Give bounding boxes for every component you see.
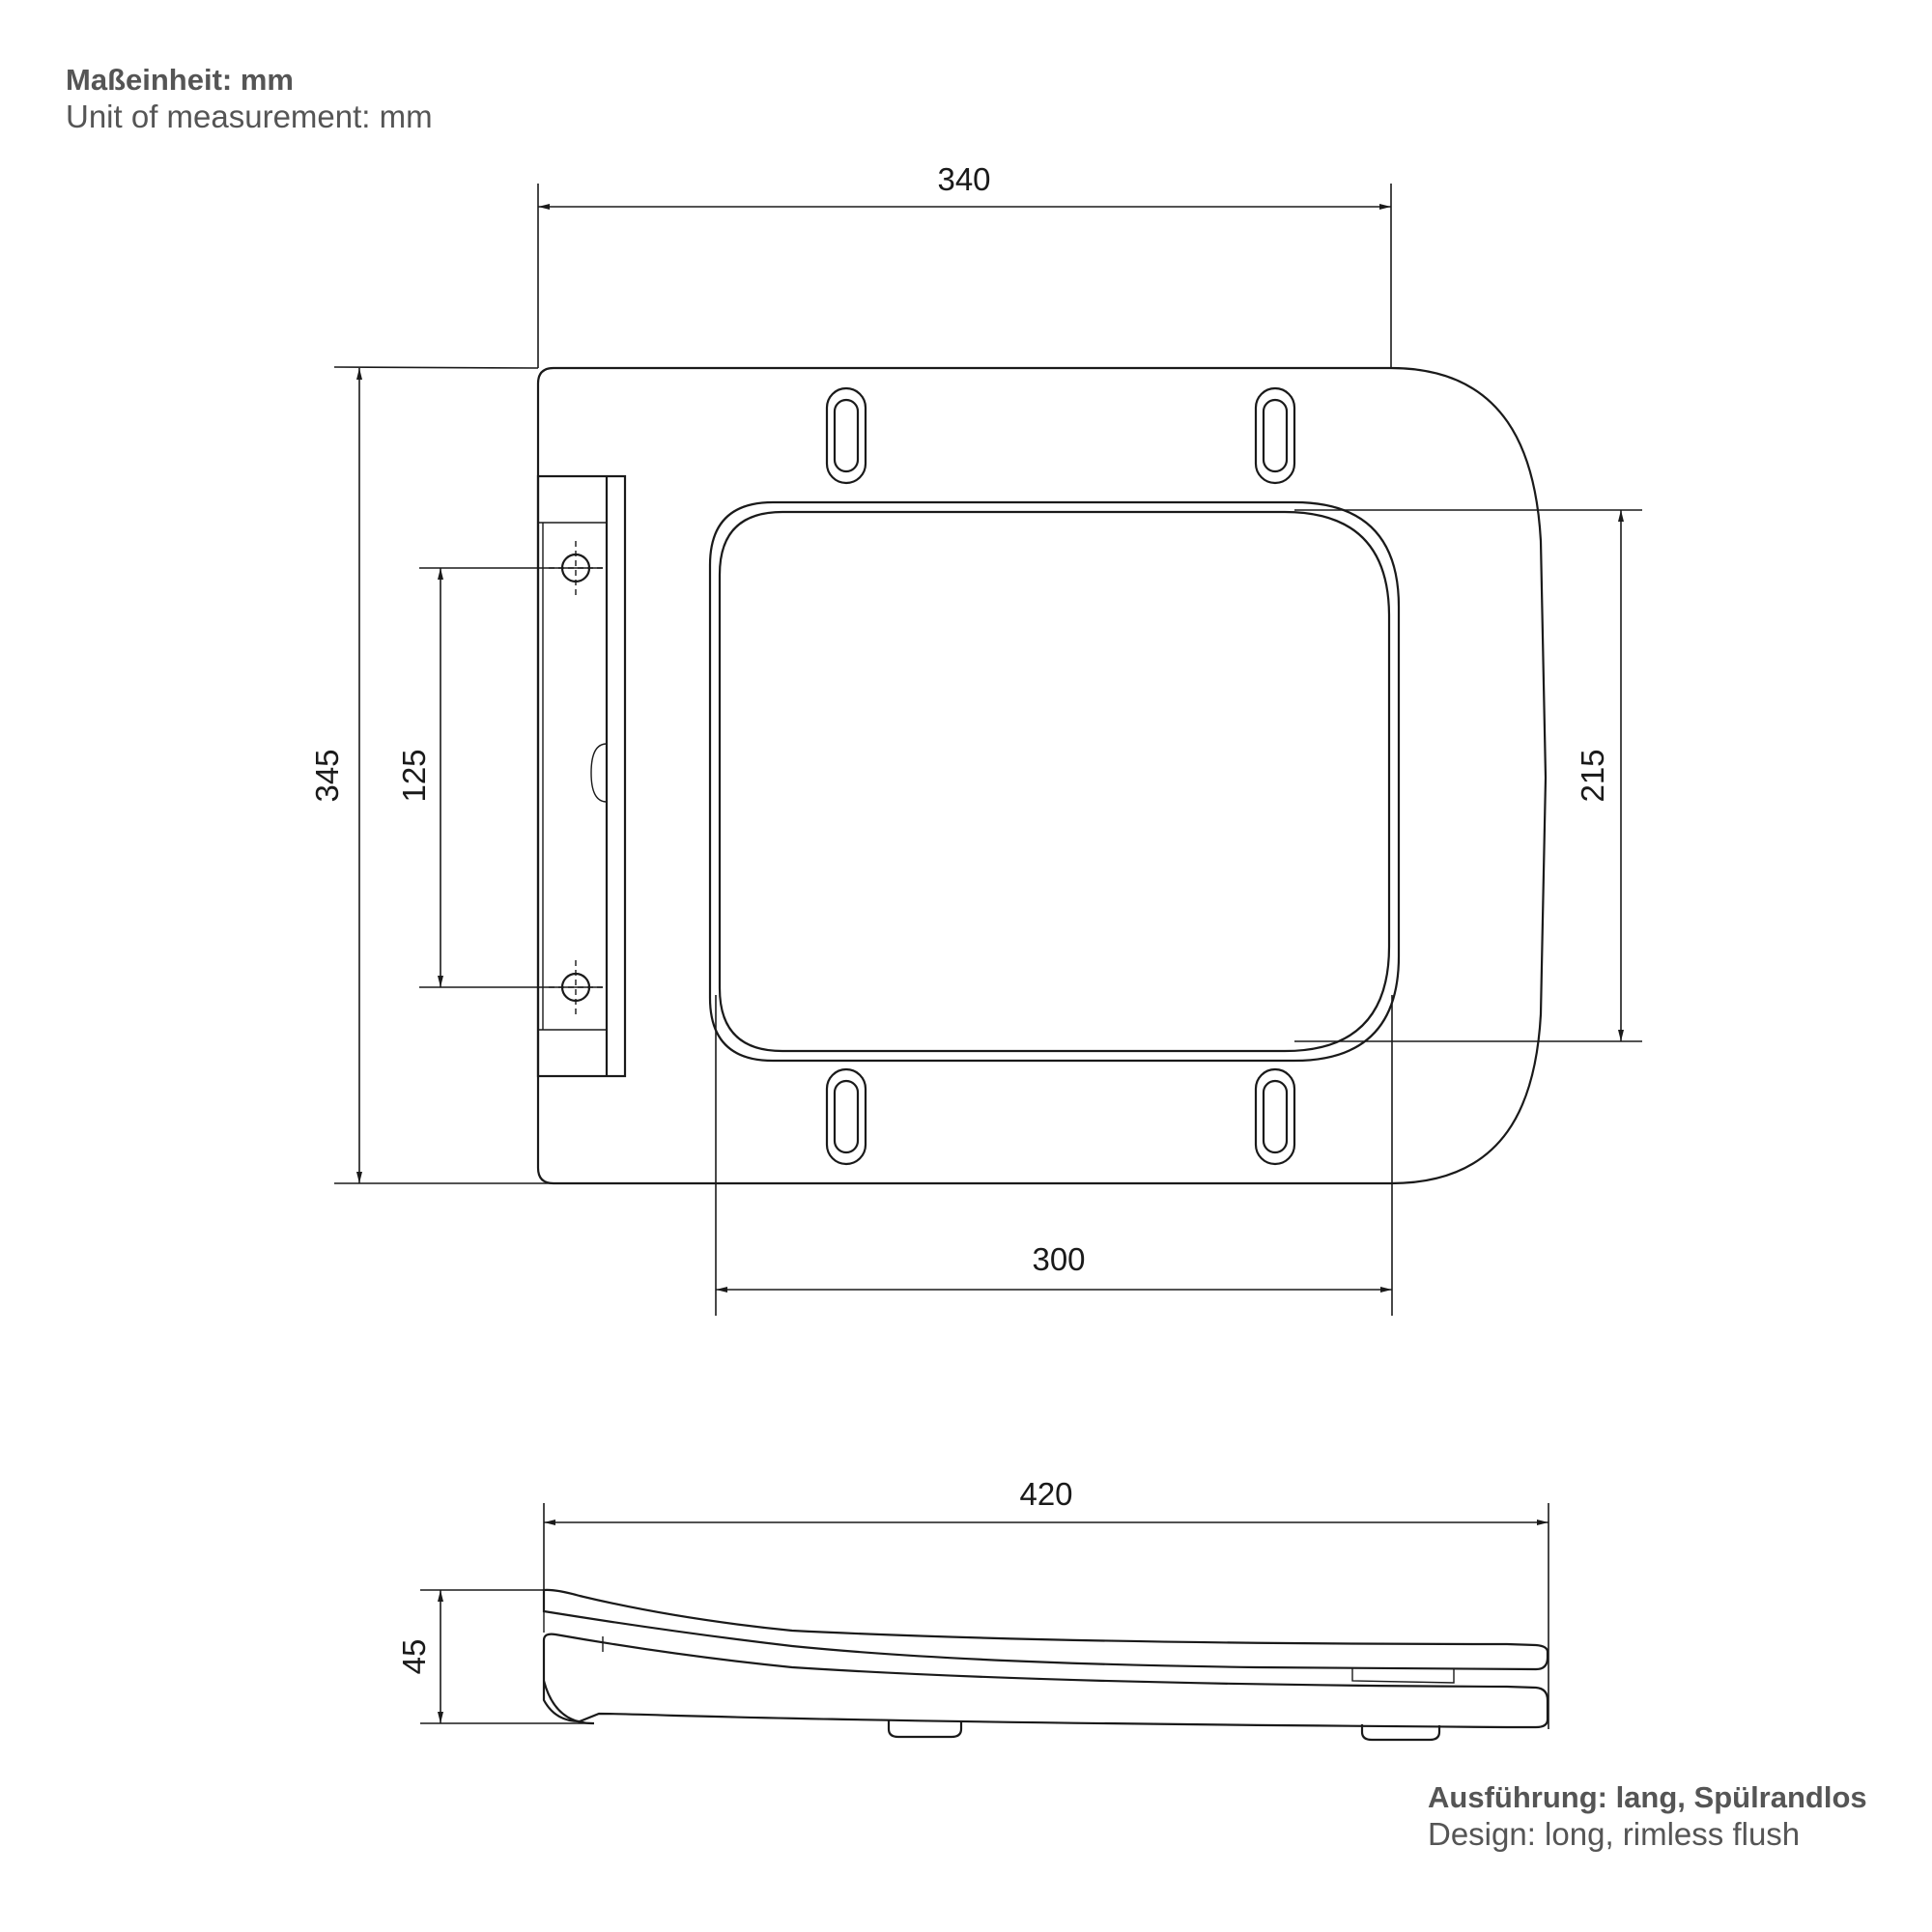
label-125: 125 bbox=[396, 749, 432, 802]
unit-label-en: Unit of measurement: mm bbox=[66, 99, 433, 135]
seat-opening-inner bbox=[718, 510, 1391, 1053]
unit-label-de: Maßeinheit: mm bbox=[66, 63, 294, 97]
design-note: Ausführung: lang, Spülrandlos Design: lo… bbox=[1428, 1779, 1867, 1854]
label-420: 420 bbox=[1019, 1476, 1072, 1512]
dimension-opening-300: 300 bbox=[715, 995, 1393, 1316]
buffer-slot-top-right bbox=[1254, 386, 1296, 485]
buffer-foot-right bbox=[1360, 1724, 1441, 1742]
design-label-en: Design: long, rimless flush bbox=[1428, 1816, 1801, 1853]
buffer-foot-left bbox=[887, 1719, 963, 1739]
seat-opening-outer bbox=[708, 500, 1401, 1063]
top-view bbox=[536, 366, 1548, 1185]
seat-profile bbox=[542, 1633, 1549, 1729]
label-45: 45 bbox=[396, 1639, 432, 1675]
label-215: 215 bbox=[1575, 749, 1610, 802]
label-340: 340 bbox=[937, 161, 990, 197]
unit-note: Maßeinheit: mm Unit of measurement: mm bbox=[66, 62, 433, 136]
label-300: 300 bbox=[1032, 1241, 1085, 1277]
lid-profile bbox=[542, 1588, 1549, 1671]
dimension-opening-215: 215 bbox=[1294, 509, 1642, 1042]
design-label-de: Ausführung: lang, Spülrandlos bbox=[1428, 1780, 1867, 1814]
buffer-slot-top-left bbox=[825, 386, 867, 485]
dimension-length-420: 420 bbox=[543, 1476, 1549, 1729]
dimension-hinge-125: 125 bbox=[396, 567, 603, 988]
label-345: 345 bbox=[309, 749, 345, 802]
hinge-curl bbox=[542, 1680, 595, 1725]
buffer-slot-bottom-right bbox=[1254, 1067, 1296, 1166]
dimension-width-340: 340 bbox=[537, 161, 1392, 368]
dimension-height-45: 45 bbox=[396, 1589, 594, 1724]
hinge-bar bbox=[536, 474, 627, 1078]
buffer-slot-bottom-left bbox=[825, 1067, 867, 1166]
side-view bbox=[542, 1588, 1549, 1742]
dimension-depth-345: 345 bbox=[309, 366, 554, 1184]
